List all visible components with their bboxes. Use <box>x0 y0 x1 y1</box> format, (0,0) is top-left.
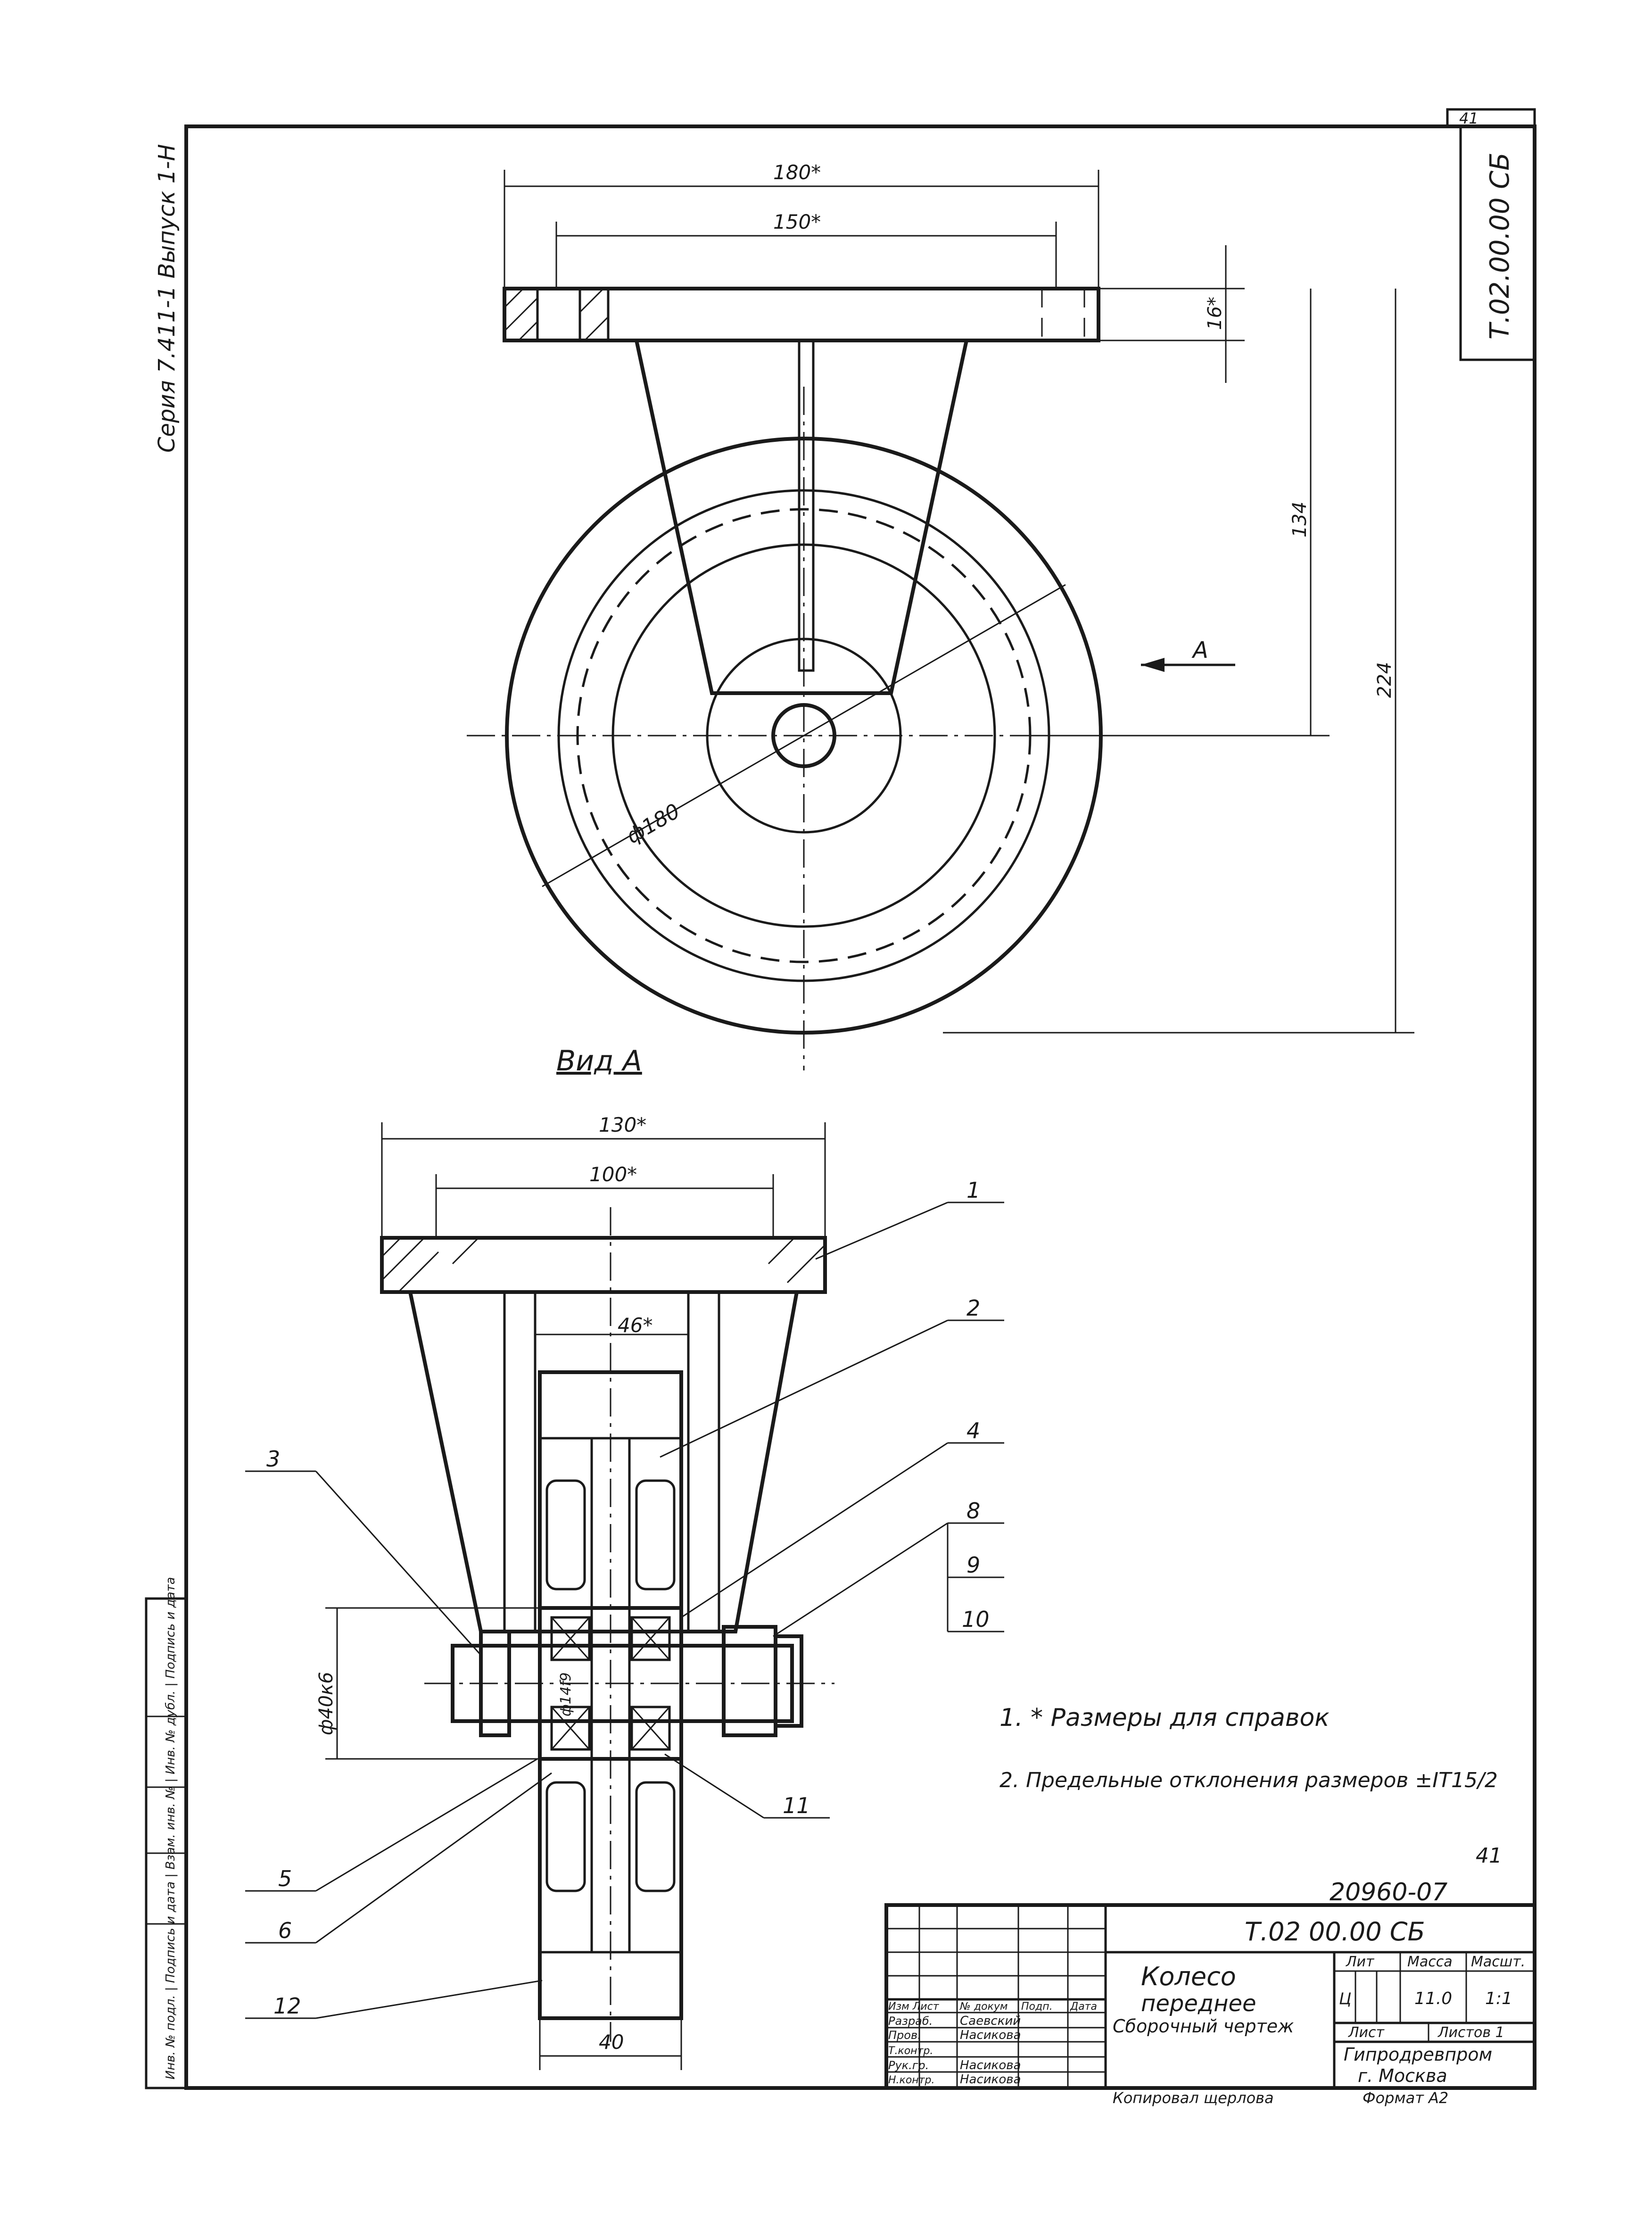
dim-front-inner: 150* <box>773 210 821 233</box>
tb-header-sign: Подп. <box>1021 2001 1053 2013</box>
copied-by: Копировал щерлова <box>1113 2089 1274 2107</box>
tb-org-1: Гипродревпром <box>1344 2044 1492 2065</box>
tb-col-mass: Масса <box>1407 1954 1453 1970</box>
tb-role-1: Пров. <box>888 2029 921 2042</box>
dim-hub: ф40к6 <box>315 1672 337 1735</box>
dim-plate: 16* <box>1204 297 1226 330</box>
plate-holes-right <box>1041 289 1085 340</box>
side-stamp-text: Инв. № подл. | Подпись и дата | Взам. ин… <box>164 1577 178 2080</box>
callout-5: 5 <box>278 1866 292 1891</box>
tb-role-0: Разраб. <box>888 2014 933 2028</box>
sheet-number-top: 41 <box>1459 109 1479 127</box>
side-stamp-strip: Инв. № подл. | Подпись и дата | Взам. ин… <box>145 1577 188 2089</box>
callout-2: 2 <box>966 1295 980 1321</box>
tb-header-izm: Изм Лист <box>888 2001 940 2013</box>
tb-name-4: Насикова <box>960 2072 1021 2087</box>
dim-front-outer: 180* <box>773 161 821 184</box>
section-arrow-label: А <box>1191 637 1208 663</box>
tb-role-2: Т.контр. <box>888 2045 933 2057</box>
drawing-code-box: Т.02.00.00 СБ <box>1459 125 1536 361</box>
tb-role-3: Рук.гр. <box>888 2059 929 2072</box>
format-label: Формат А2 <box>1363 2089 1448 2107</box>
dim-axle: ф14f9 <box>558 1673 574 1716</box>
tb-scale-value: 1:1 <box>1485 1989 1512 2008</box>
notes: 1. * Размеры для справок 2. Предельные о… <box>999 1704 1498 1792</box>
callout-3: 3 <box>266 1446 280 1472</box>
tb-org-2: г. Москва <box>1358 2065 1447 2086</box>
callout-6: 6 <box>278 1918 292 1943</box>
bearing-right <box>630 1616 671 1751</box>
callout-12: 12 <box>273 1993 301 2019</box>
tb-header-date: Дата <box>1070 2001 1097 2013</box>
plate-hatch-left <box>503 287 610 342</box>
dim-axle-height: 134 <box>1289 502 1311 538</box>
callout-leaders <box>245 1202 1004 2019</box>
tb-name-3: Насикова <box>960 2058 1021 2072</box>
tb-title-1: Колесо <box>1141 1962 1236 1991</box>
tb-col-lit: Лит <box>1346 1954 1375 1970</box>
tb-title-2: переднее <box>1141 1990 1256 2017</box>
side-view: 130* 100* 46* ф40к6 ф14f9 40 <box>315 1113 834 2070</box>
drawing-code-rotated: Т.02.00.00 СБ <box>1485 152 1515 340</box>
callout-8: 8 <box>966 1498 980 1524</box>
tb-sheets: Листов 1 <box>1437 2024 1504 2041</box>
note-1: 1. * Размеры для справок <box>999 1704 1330 1732</box>
dim-side-inner: 100* <box>589 1163 637 1186</box>
dim-wheel-dia: ф180 <box>622 799 684 849</box>
series-label: Серия 7.411-1 Выпуск 1-Н <box>154 144 180 453</box>
tb-sheet: Лист <box>1348 2024 1385 2041</box>
tb-role-4: Н.контр. <box>888 2074 934 2086</box>
front-view: ф180 180* 150* 16* 134 224 А <box>467 161 1414 1070</box>
tb-col-scale: Масшт. <box>1471 1954 1525 1970</box>
dim-tread: 40 <box>599 2030 624 2054</box>
callout-4: 4 <box>966 1418 980 1443</box>
callout-numbers: 1 2 3 4 5 6 8 9 10 11 12 <box>266 1177 990 2019</box>
tb-mass-value: 11.0 <box>1414 1989 1452 2008</box>
tb-header-doc: № докум <box>959 2001 1008 2013</box>
dim-fork-gap: 46* <box>618 1314 653 1337</box>
dim-total-height: 224 <box>1374 662 1396 698</box>
callout-11: 11 <box>783 1793 810 1818</box>
callout-1: 1 <box>966 1177 980 1203</box>
callout-9: 9 <box>966 1552 980 1578</box>
bearing-left <box>550 1616 591 1751</box>
side-plate-hatch <box>381 1237 826 1293</box>
reg-number: 20960-07 <box>1330 1878 1447 1906</box>
note-2: 2. Предельные отклонения размеров ±IT15/… <box>999 1768 1498 1792</box>
tb-name-0: Саевский <box>960 2014 1021 2028</box>
tb-title-3: Сборочный чертеж <box>1113 2016 1294 2037</box>
title-block: Изм Лист № докум Подп. Дата Разраб. Саев… <box>884 1903 1536 2090</box>
sheet-number-mid: 41 <box>1476 1844 1502 1868</box>
callout-10: 10 <box>962 1607 990 1632</box>
tb-lit-value: Ц <box>1339 1989 1351 2008</box>
tb-name-1: Насикова <box>960 2028 1021 2042</box>
view-a-label: Вид А <box>556 1044 642 1077</box>
dim-side-outer: 130* <box>599 1113 646 1136</box>
tb-code: Т.02 00.00 СБ <box>1245 1917 1425 1947</box>
